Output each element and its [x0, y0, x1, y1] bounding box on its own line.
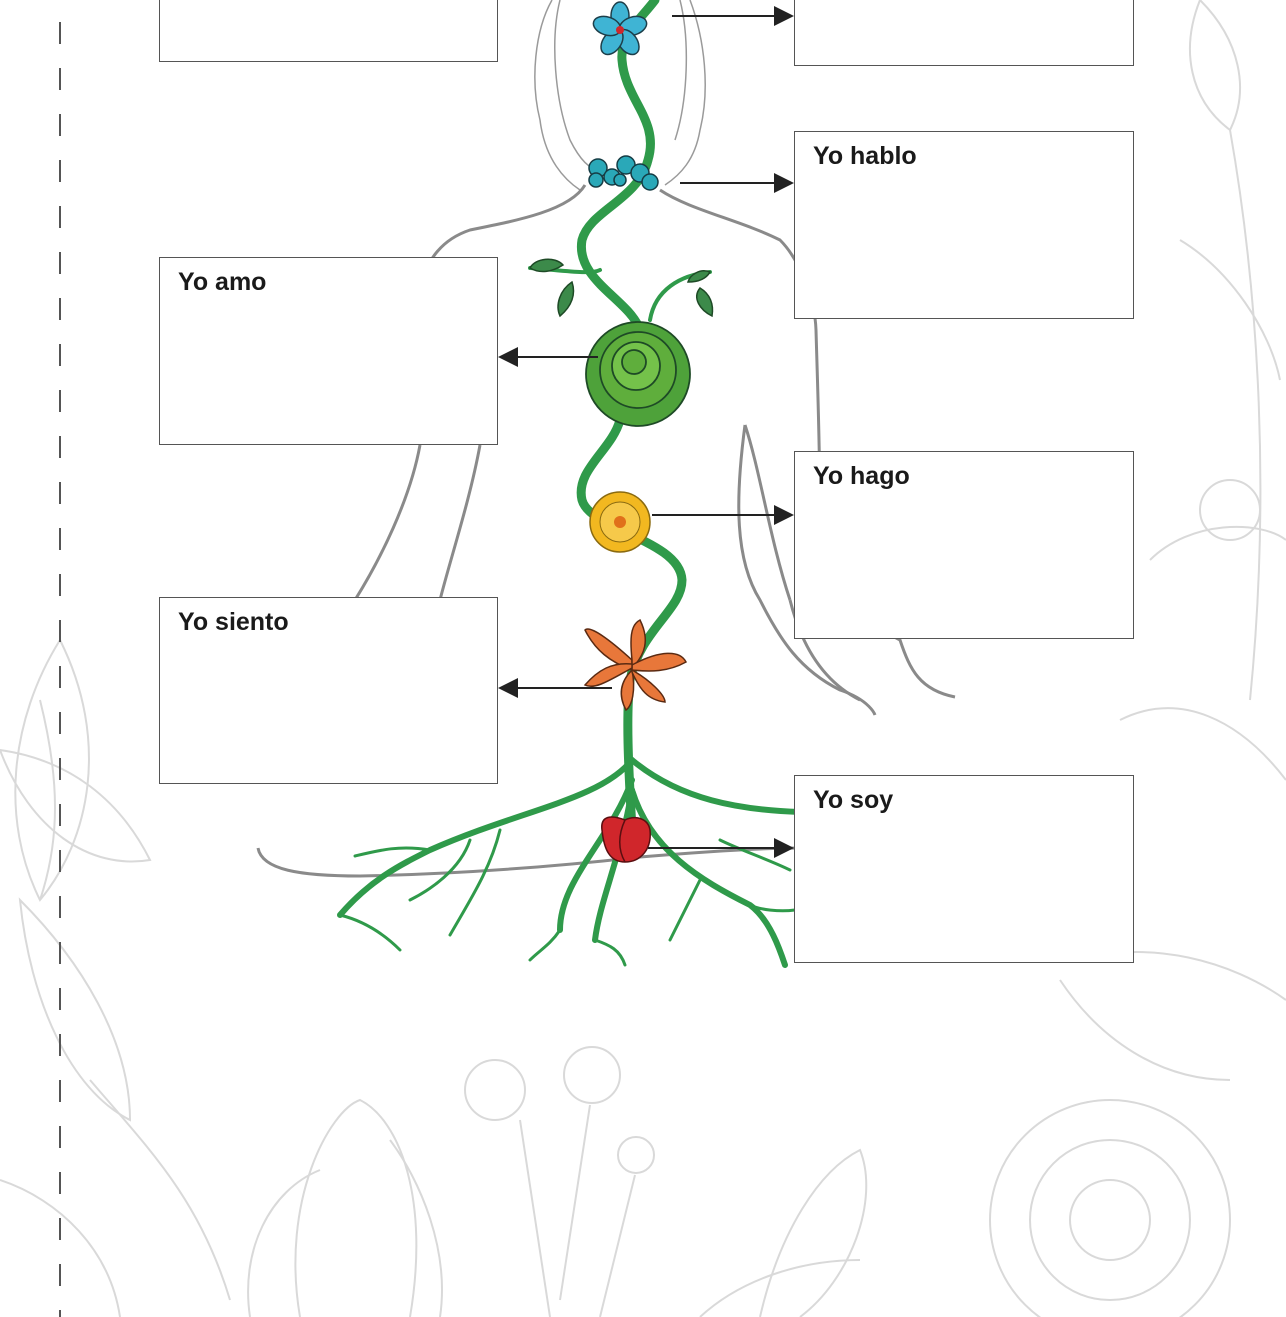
yo-amo-label: Yo amo [178, 268, 266, 297]
crown-right-writing-box[interactable] [794, 0, 1134, 66]
yo-hago-writing-box[interactable]: Yo hago [794, 451, 1134, 639]
yo-amo-writing-box[interactable]: Yo amo [159, 257, 498, 445]
crown-left-writing-box[interactable] [159, 0, 498, 62]
yo-siento-label: Yo siento [178, 608, 289, 637]
yo-siento-writing-box[interactable]: Yo siento [159, 597, 498, 784]
yo-hablo-writing-box[interactable]: Yo hablo [794, 131, 1134, 319]
yo-hago-label: Yo hago [813, 462, 910, 491]
yo-hablo-label: Yo hablo [813, 142, 917, 171]
heart-flower-icon [586, 322, 690, 426]
solar-flower-icon [590, 492, 650, 552]
sacral-flower-icon [585, 620, 686, 710]
root-flower-icon [602, 817, 650, 862]
yo-soy-label: Yo soy [813, 786, 893, 815]
yo-soy-writing-box[interactable]: Yo soy [794, 775, 1134, 963]
